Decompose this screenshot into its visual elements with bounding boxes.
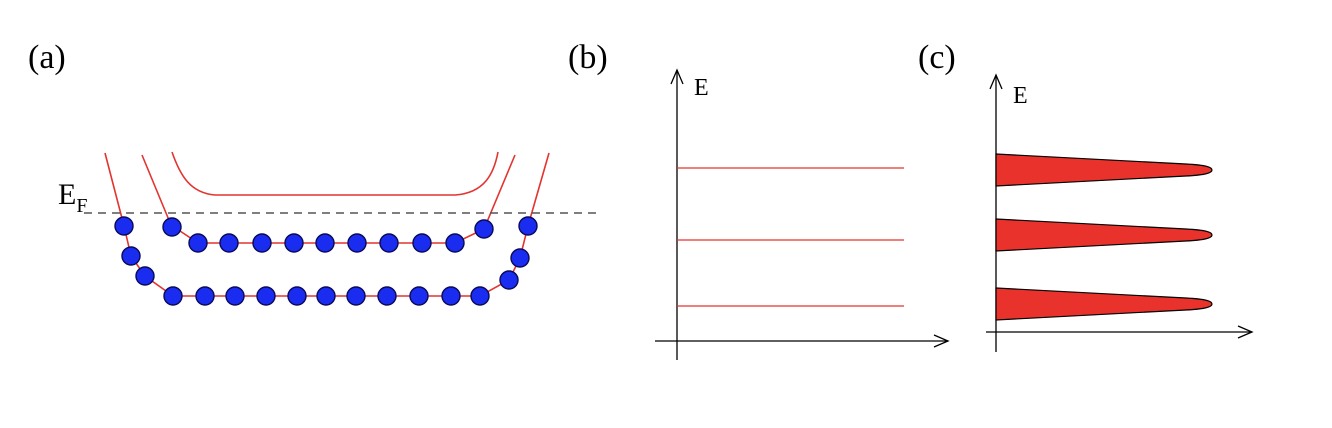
panel-c: (c) E [918, 39, 1254, 352]
panel-c-energy-axis-label: E [1013, 83, 1028, 109]
atom [445, 233, 465, 253]
atom [315, 233, 335, 253]
atom [114, 216, 134, 236]
atom [441, 286, 461, 306]
atom [510, 248, 530, 268]
atom [379, 233, 399, 253]
panel-b: (b) E [568, 39, 950, 360]
panel-c-y-arrowhead [989, 73, 1003, 90]
atom [409, 286, 429, 306]
atom [188, 233, 208, 253]
atom [499, 270, 519, 290]
atom [412, 233, 432, 253]
panel-b-energy-levels [677, 167, 904, 307]
atom [470, 286, 490, 306]
panel-b-y-arrowhead [670, 68, 684, 85]
atom [195, 286, 215, 306]
broadened-level-peak [995, 218, 1213, 252]
atom [346, 286, 366, 306]
inner-potential-curve [141, 154, 516, 244]
atom [377, 286, 397, 306]
panel-b-energy-axis-label: E [694, 75, 709, 101]
atom-group [114, 216, 538, 306]
atom [518, 216, 538, 236]
panel-a-label: (a) [28, 39, 66, 76]
atom [256, 286, 276, 306]
atom [316, 286, 336, 306]
atom [162, 217, 182, 237]
panel-c-broadened-levels [995, 153, 1213, 321]
panel-b-x-arrowhead [933, 334, 950, 348]
broadened-level-peak [995, 287, 1213, 321]
atom [121, 246, 141, 266]
top-potential-curve [171, 151, 499, 196]
panel-b-label: (b) [568, 39, 608, 76]
panel-c-label: (c) [918, 39, 956, 76]
atom [474, 219, 494, 239]
atom [163, 286, 183, 306]
broadened-level-peak [995, 153, 1213, 187]
panel-b-axes [655, 68, 950, 360]
panel-c-x-arrowhead [1237, 325, 1254, 339]
atom [219, 233, 239, 253]
fermi-level-label: EF [58, 178, 87, 217]
atom [135, 266, 155, 286]
atom [225, 286, 245, 306]
atom [287, 286, 307, 306]
atom [252, 233, 272, 253]
atom [347, 233, 367, 253]
panel-a: (a) EF [28, 39, 600, 306]
atom [284, 233, 304, 253]
